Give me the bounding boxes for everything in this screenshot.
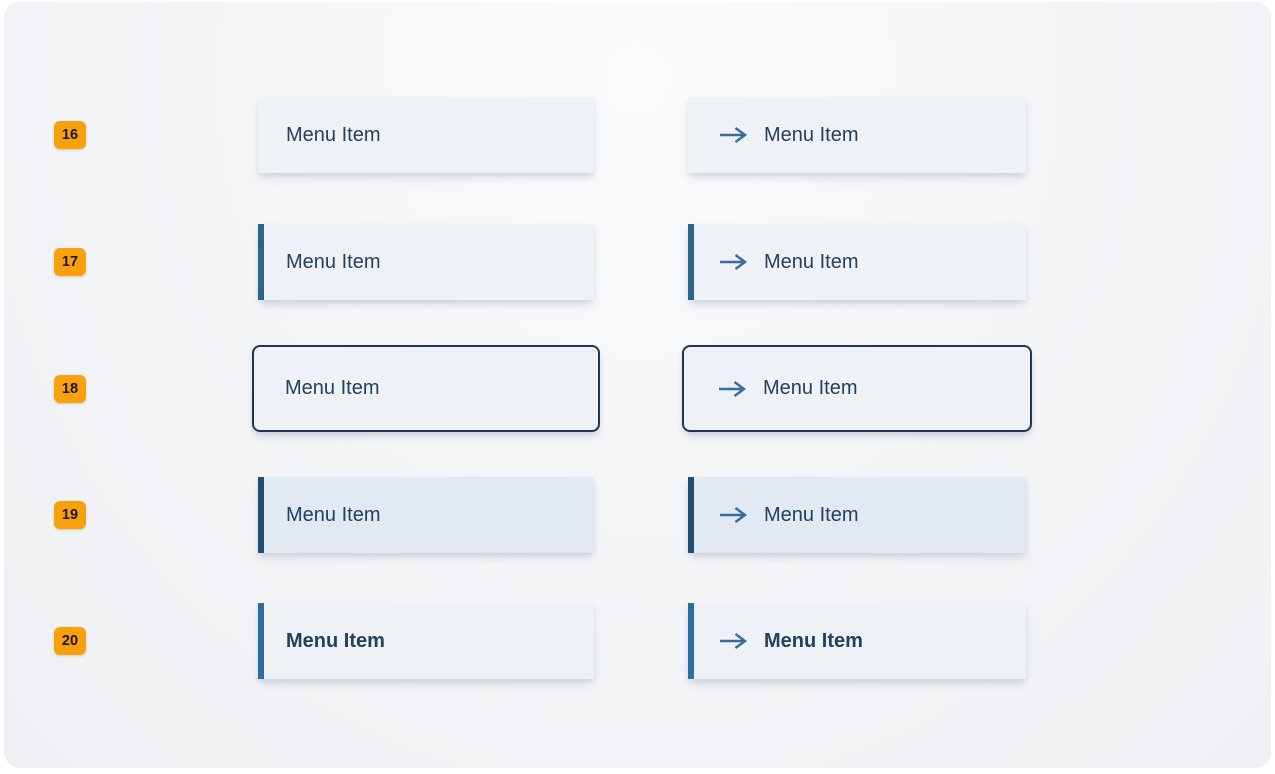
- arrow-right-icon: [720, 127, 748, 143]
- menu-item-label: Menu Item: [764, 250, 859, 273]
- menu-item-label: Menu Item: [764, 123, 859, 146]
- menu-item-active[interactable]: Menu Item: [258, 603, 594, 679]
- arrow-right-icon: [720, 507, 748, 523]
- menu-item-focused-with-arrow[interactable]: Menu Item: [682, 345, 1032, 432]
- menu-item-hover[interactable]: Menu Item: [258, 477, 594, 553]
- menu-item-default-with-arrow[interactable]: Menu Item: [688, 97, 1026, 173]
- annotation-badge-17: 17: [54, 248, 86, 276]
- arrow-right-icon: [720, 254, 748, 270]
- menu-item-label: Menu Item: [764, 503, 859, 526]
- menu-item-default[interactable]: Menu Item: [258, 97, 594, 173]
- menu-item-hover-with-arrow[interactable]: Menu Item: [688, 477, 1026, 553]
- arrow-right-icon: [719, 380, 747, 397]
- annotation-badge-19: 19: [54, 501, 86, 529]
- menu-item-focused[interactable]: Menu Item: [252, 345, 600, 432]
- menu-item-accent-border-with-arrow[interactable]: Menu Item: [688, 224, 1026, 300]
- menu-item-label: Menu Item: [763, 377, 858, 399]
- menu-item-label: Menu Item: [286, 629, 385, 652]
- annotation-badge-20: 20: [54, 627, 86, 655]
- menu-item-label: Menu Item: [286, 250, 381, 273]
- menu-item-label: Menu Item: [286, 123, 381, 146]
- component-sheet-canvas: 16 Menu Item Menu Item 17 Menu Item Menu…: [4, 2, 1271, 768]
- menu-item-accent-border[interactable]: Menu Item: [258, 224, 594, 300]
- menu-item-label: Menu Item: [764, 629, 863, 652]
- menu-item-label: Menu Item: [285, 377, 380, 399]
- menu-item-active-with-arrow[interactable]: Menu Item: [688, 603, 1026, 679]
- annotation-badge-16: 16: [54, 121, 86, 149]
- menu-item-label: Menu Item: [286, 503, 381, 526]
- arrow-right-icon: [720, 633, 748, 649]
- annotation-badge-18: 18: [54, 375, 86, 403]
